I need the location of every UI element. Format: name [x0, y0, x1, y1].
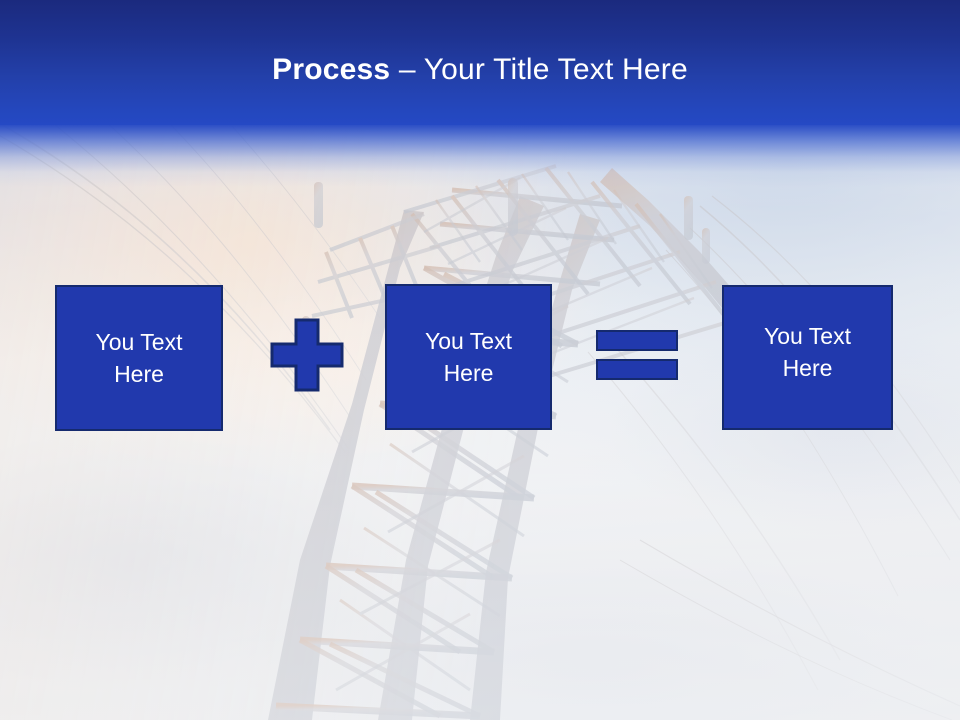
process-box-3-line2: Here: [782, 354, 833, 381]
process-box-2-label: You Text Here: [415, 325, 522, 389]
title-light-part: – Your Title Text Here: [390, 53, 688, 86]
equals-bar-bottom: [596, 359, 678, 380]
process-box-2-line1: You Text: [425, 328, 512, 354]
process-box-3-line1: You Text: [764, 322, 851, 349]
equals-bar-top: [596, 330, 678, 351]
process-box-3[interactable]: You Text Here: [722, 285, 893, 430]
process-box-1-line1: You Text: [95, 329, 183, 355]
process-box-1[interactable]: You Text Here: [55, 285, 223, 431]
title-band-fade: [0, 125, 960, 187]
process-box-3-label: You Text Here: [754, 320, 861, 384]
process-box-1-line2: Here: [114, 361, 164, 387]
page-title: Process – Your Title Text Here: [0, 52, 960, 88]
process-box-2-line2: Here: [443, 360, 494, 386]
equals-operator-icon: [594, 328, 682, 384]
process-box-2[interactable]: You Text Here: [385, 284, 552, 430]
plus-operator-icon: [270, 318, 344, 392]
title-band: [0, 0, 960, 125]
title-bold-part: Process: [272, 53, 391, 86]
process-box-1-label: You Text Here: [86, 326, 193, 390]
